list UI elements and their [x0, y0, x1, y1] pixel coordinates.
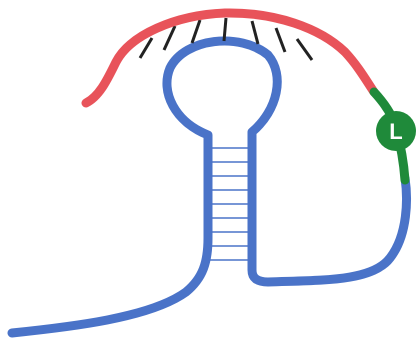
probe-strand-red [86, 13, 374, 103]
hybridization-tick [297, 39, 312, 60]
hybridization-tick [164, 26, 175, 50]
hybridization-tick [192, 20, 200, 43]
hybridization-tick [276, 28, 285, 52]
hybridization-tick [252, 21, 258, 44]
stem-base-pairs [210, 148, 250, 260]
linker-node-label: L [389, 119, 402, 144]
linker-node: L [376, 111, 416, 151]
hybridization-tick [224, 18, 226, 41]
hairpin-strand-blue [12, 41, 406, 333]
